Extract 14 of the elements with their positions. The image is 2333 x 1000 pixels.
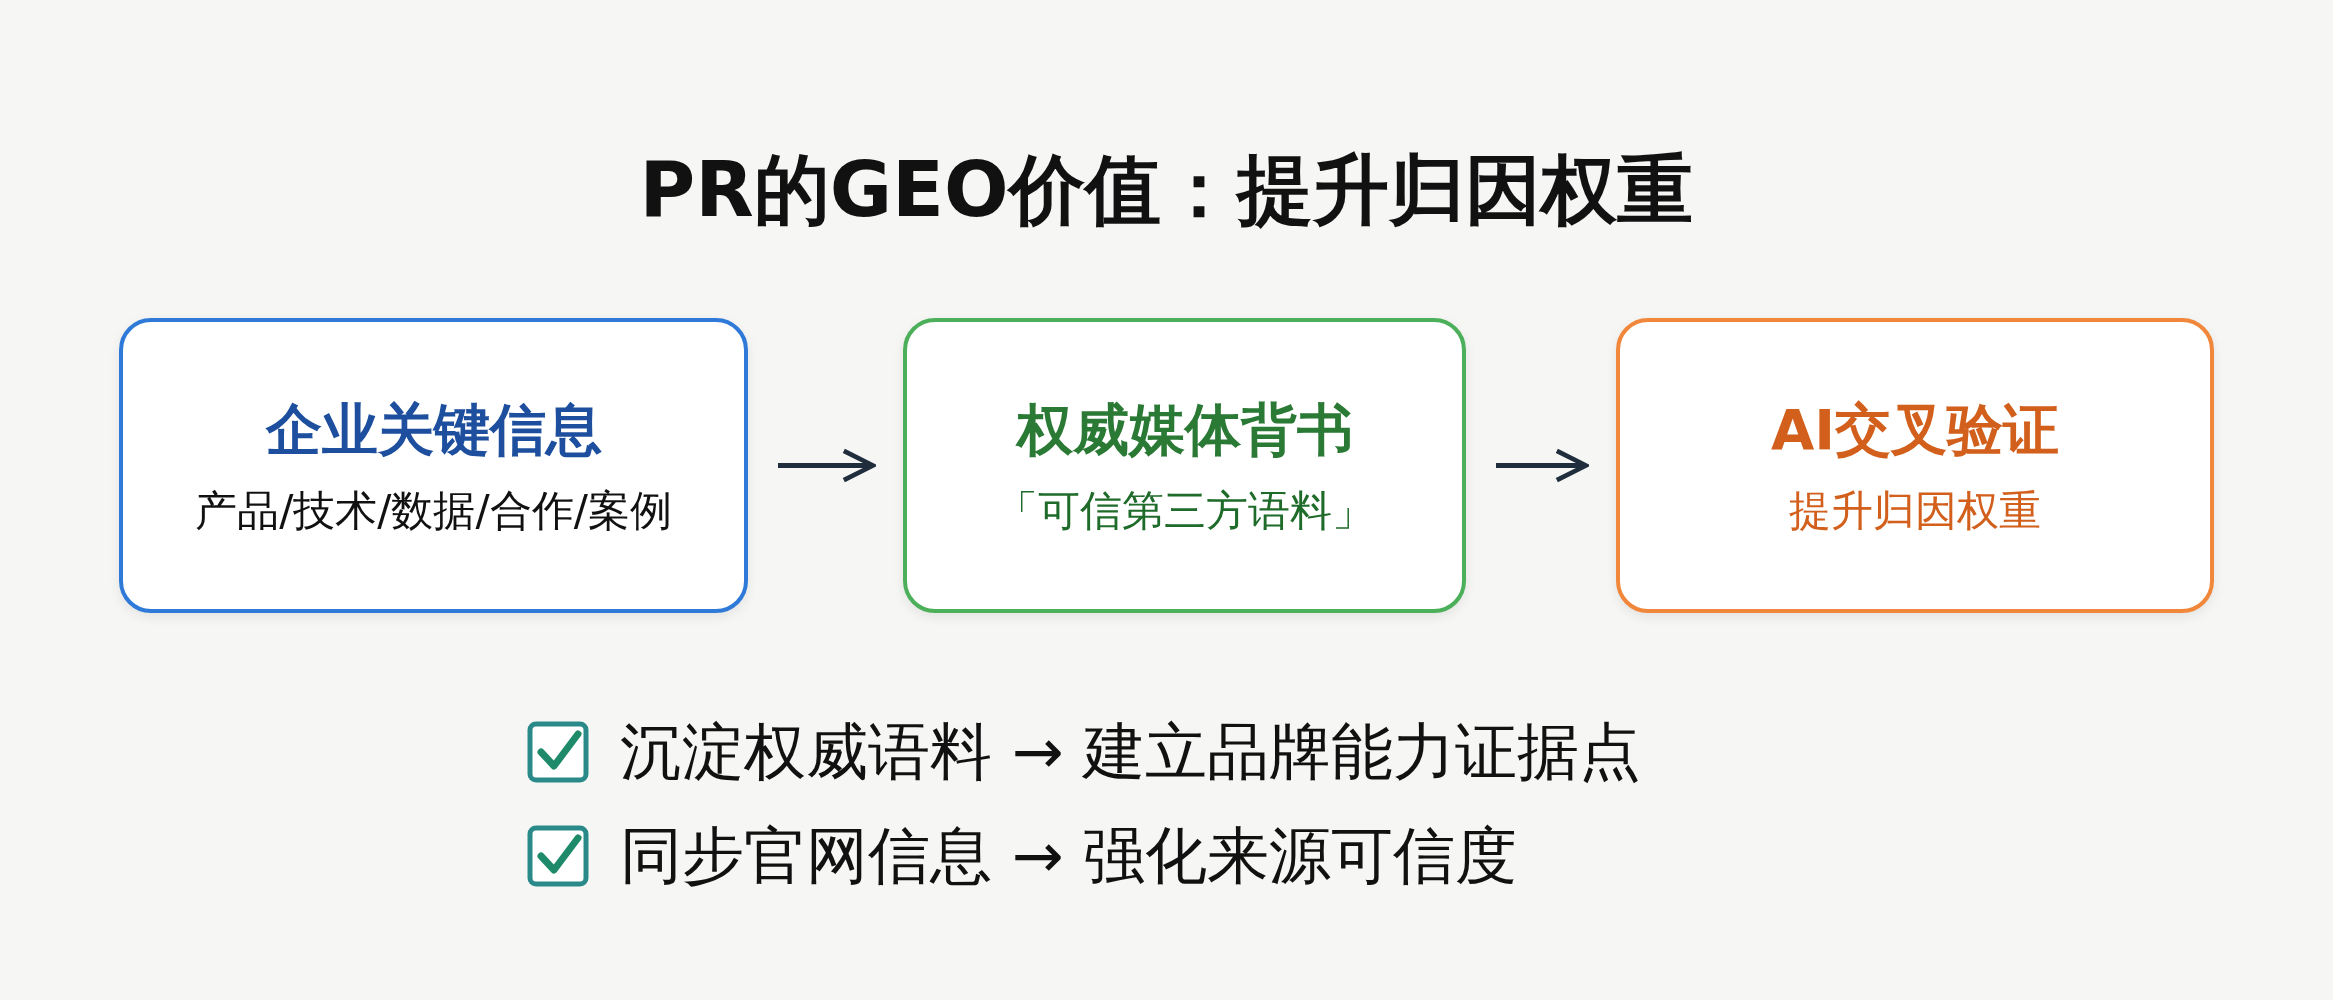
box-heading: 权威媒体背书 [1016,395,1353,464]
box-heading: AI交叉验证 [1770,395,2060,464]
process-box [119,318,748,613]
title: PR的GEO价值：提升归因权重 [639,144,1693,236]
checklist-item: 同步官网信息 → 强化来源可信度 [620,820,1518,892]
process-box [1616,318,2214,613]
box-heading: 企业关键信息 [265,395,602,464]
arrow [1496,448,1589,483]
checklist-item: 沉淀权威语料 → 建立品牌能力证据点 [620,716,1642,788]
arrow [778,448,876,483]
box-subtitle: 产品/技术/数据/合作/案例 [195,484,672,537]
box-subtitle: 「可信第三方语料」 [995,484,1374,537]
process-box [903,318,1466,613]
box-subtitle: 提升归因权重 [1789,484,2041,537]
